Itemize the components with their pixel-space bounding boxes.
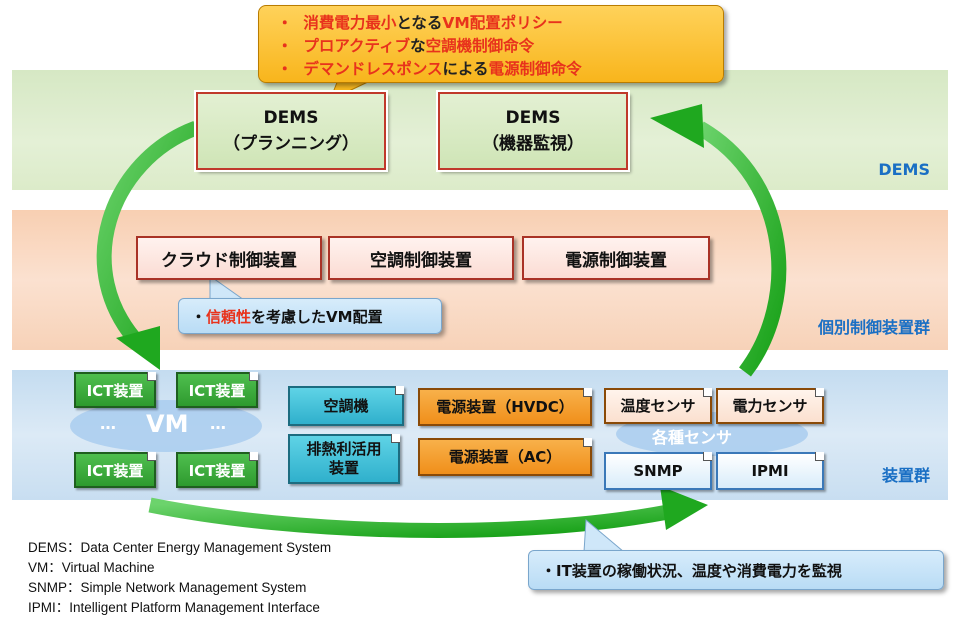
- dems-planning-box: DEMS （プランニング）: [194, 90, 388, 172]
- power-sensor-box: 電力センサ: [716, 388, 824, 424]
- dems-band-label: DEMS: [878, 160, 930, 179]
- snmp-box: SNMP: [604, 452, 712, 490]
- temperature-sensor-box: 温度センサ: [604, 388, 712, 424]
- vm-ellipse: [70, 400, 262, 452]
- arrow-planning-to-vm-head: [116, 326, 160, 370]
- dems-monitor-box: DEMS （機器監視）: [436, 90, 630, 172]
- vm-placement-callout: ・信頼性を考慮したVM配置: [178, 298, 442, 334]
- vm-dots-right: …: [210, 414, 226, 433]
- power-unit-ac-box: 電源装置（AC）: [418, 438, 592, 476]
- legend-ipmi: IPMI：Intelligent Platform Management Int…: [28, 600, 320, 615]
- dems-monitor-title: DEMS: [505, 108, 561, 128]
- ict-device-3: ICT装置: [74, 452, 156, 488]
- cloud-controller-box: クラウド制御装置: [136, 236, 322, 280]
- dems-planning-title: DEMS: [263, 108, 319, 128]
- ipmi-box: IPMI: [716, 452, 824, 490]
- power-controller-box: 電源制御装置: [522, 236, 710, 280]
- arrow-sensors-to-monitor: [696, 121, 787, 377]
- reliability-text: 信頼性: [206, 307, 252, 326]
- policy-line-1: ・ 消費電力最小となるVM配置ポリシー: [277, 14, 563, 32]
- power-unit-hvdc-box: 電源装置（HVDC）: [418, 388, 592, 426]
- legend-dems: DEMS：Data Center Energy Management Syste…: [28, 540, 332, 555]
- heat-reuse-box: 排熱利活用装置: [288, 434, 400, 484]
- ict-device-1: ICT装置: [74, 372, 156, 408]
- sensors-label: 各種センサ: [652, 428, 733, 447]
- device-band-label: 装置群: [881, 466, 930, 485]
- legend-vm: VM：Virtual Machine: [28, 560, 155, 575]
- vm-label: VM: [146, 410, 189, 438]
- aircon-controller-box: 空調制御装置: [328, 236, 514, 280]
- policy-callout: ・ 消費電力最小となるVM配置ポリシー ・ プロアクティブな空調機制御命令 ・ …: [258, 5, 724, 83]
- ict-device-2: ICT装置: [176, 372, 258, 408]
- arrow-planning-to-vm: [96, 120, 199, 351]
- dems-planning-subtitle: （プランニング）: [223, 134, 359, 154]
- monitoring-callout: ・IT装置の稼働状況、温度や消費電力を監視: [528, 550, 944, 590]
- arrow-sensors-to-monitor-head: [650, 104, 704, 148]
- dems-monitor-subtitle: （機器監視）: [482, 134, 584, 154]
- ict-device-4: ICT装置: [176, 452, 258, 488]
- legend-snmp: SNMP：Simple Network Management System: [28, 580, 307, 595]
- vm-dots-left: …: [100, 414, 116, 433]
- arrow-devices-to-sensors: [148, 497, 670, 538]
- arrow-devices-to-sensors-head: [660, 486, 708, 530]
- controller-band-label: 個別制御装置群: [817, 318, 930, 337]
- policy-line-2: ・ プロアクティブな空調機制御命令: [277, 37, 535, 55]
- policy-line-3: ・ デマンドレスポンスによる電源制御命令: [277, 60, 582, 78]
- controller-band: [12, 210, 948, 350]
- aircon-unit-box: 空調機: [288, 386, 404, 426]
